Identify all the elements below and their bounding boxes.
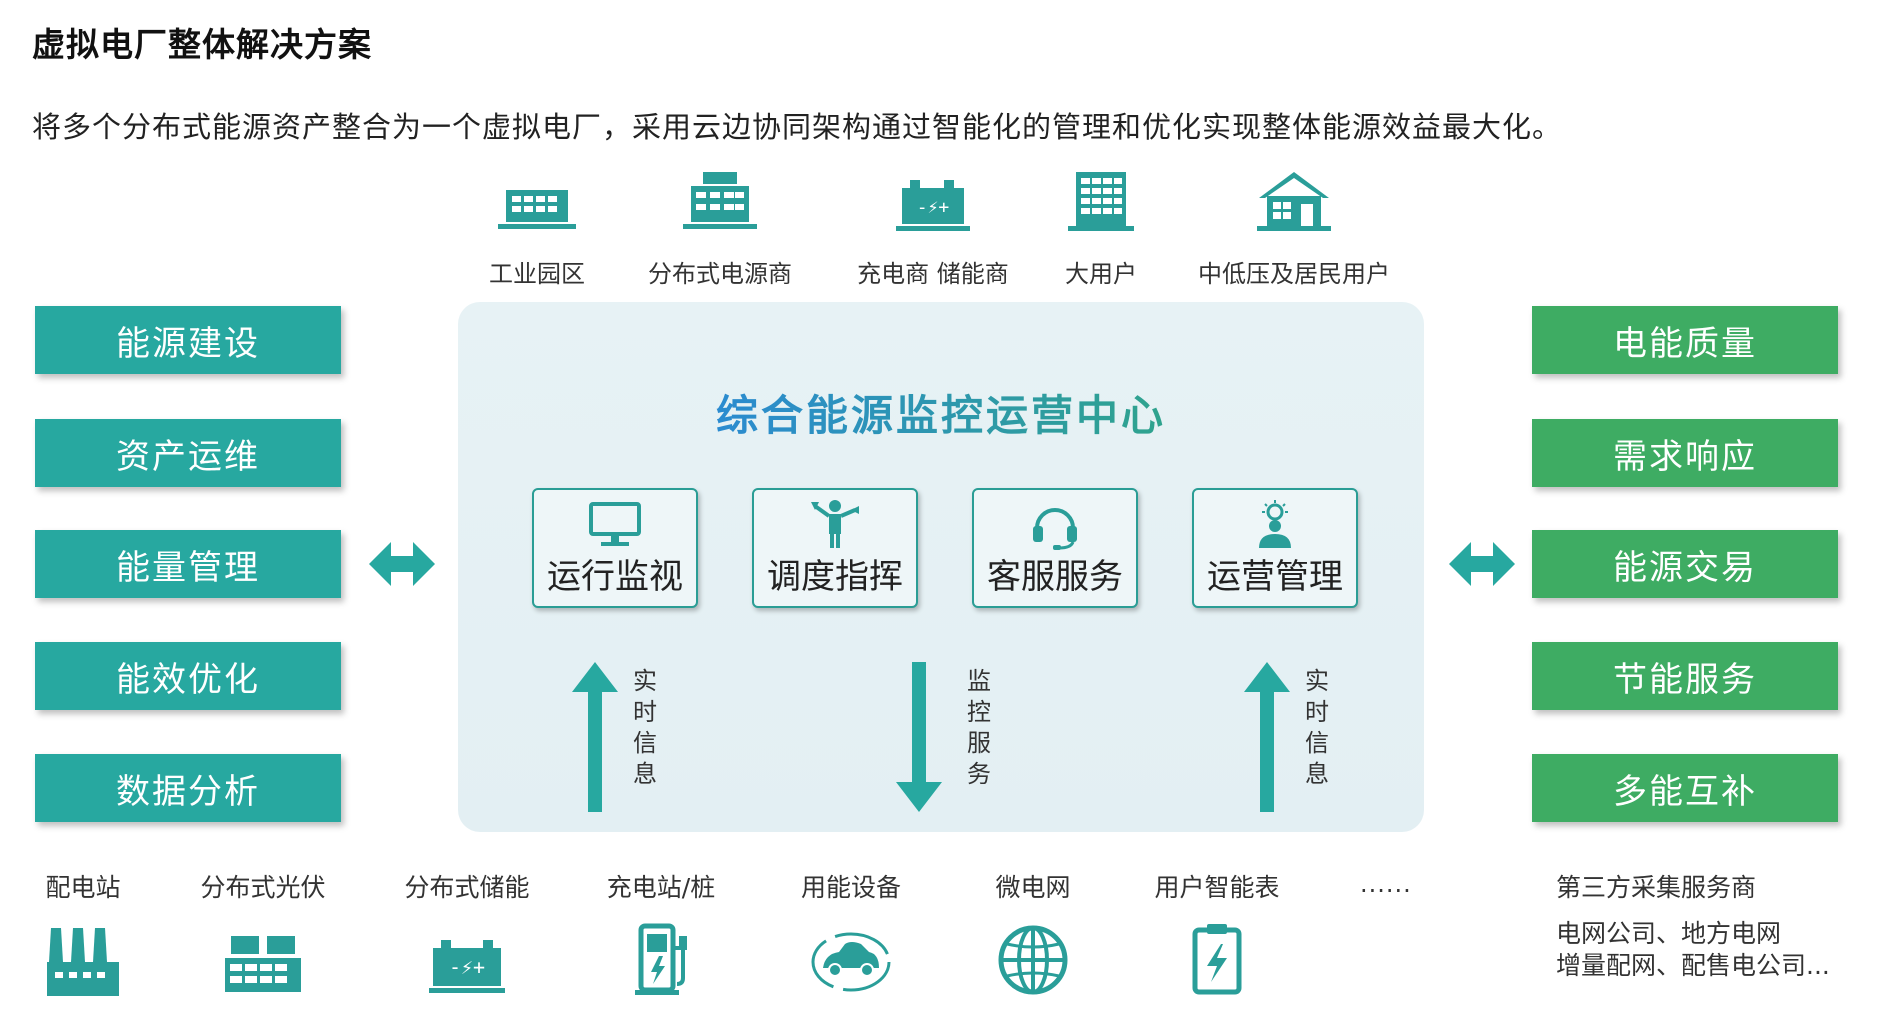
svg-text:-⚡+: -⚡+ bbox=[917, 197, 950, 218]
top-category-label: 大用户 bbox=[1065, 260, 1137, 288]
building-icon bbox=[1068, 172, 1134, 231]
flow-arrow-down-icon bbox=[896, 662, 942, 812]
smart-meter-icon bbox=[1192, 924, 1242, 995]
left-item-energy-construction: 能源建设 bbox=[35, 306, 341, 374]
third-party-line: 增量配网、配售电公司... bbox=[1556, 951, 1830, 980]
bottom-item-label: 分布式光伏 bbox=[200, 873, 326, 902]
service-label: 运行监视 bbox=[547, 557, 683, 597]
center-panel: 综合能源监控运营中心 运行监视 调度指挥 客服服务 bbox=[458, 302, 1424, 832]
flow-text-monitoring-service: 监控服务 bbox=[967, 667, 991, 788]
top-category-label: 分布式电源商 bbox=[648, 260, 792, 288]
dispatcher-icon bbox=[811, 500, 859, 548]
top-category-label: 中低压及居民用户 bbox=[1198, 260, 1390, 288]
bottom-item-label: 配电站 bbox=[45, 873, 121, 902]
solar-panel-icon bbox=[683, 172, 757, 229]
right-item-multi-energy: 多能互补 bbox=[1532, 754, 1838, 822]
right-item-energy-saving: 节能服务 bbox=[1532, 642, 1838, 710]
globe-icon bbox=[998, 925, 1068, 995]
house-icon bbox=[1257, 172, 1331, 231]
page-title: 虚拟电厂整体解决方案 bbox=[32, 25, 372, 64]
left-item-energy-management: 能量管理 bbox=[35, 530, 341, 598]
top-category-charging-storage: -⚡+ 充电商 储能商 bbox=[833, 168, 1033, 289]
bottom-item-distributed-pv: 分布式光伏 bbox=[178, 868, 348, 1006]
top-category-distributed-power: 分布式电源商 bbox=[620, 168, 820, 289]
bottom-item-label: 用能设备 bbox=[800, 873, 901, 902]
right-item-demand-response: 需求响应 bbox=[1532, 419, 1838, 487]
double-arrow-right-icon bbox=[1449, 542, 1515, 586]
flow-arrow-up-icon bbox=[1244, 662, 1290, 812]
battery-icon: -⚡+ bbox=[429, 940, 505, 993]
service-dispatch-command: 调度指挥 bbox=[752, 488, 918, 608]
center-panel-title: 综合能源监控运营中心 bbox=[715, 391, 1166, 440]
monitor-icon bbox=[589, 502, 641, 546]
right-item-power-quality: 电能质量 bbox=[1532, 306, 1838, 374]
top-category-residential: 中低压及居民用户 bbox=[1194, 168, 1394, 289]
bottom-item-charging-station: 充电站/桩 bbox=[576, 868, 746, 1006]
left-item-data-analysis: 数据分析 bbox=[35, 754, 341, 822]
top-category-large-user: 大用户 bbox=[1001, 168, 1201, 289]
service-operation-management: 运营管理 bbox=[1192, 488, 1358, 608]
page-subtitle: 将多个分布式能源资产整合为一个虚拟电厂，采用云边协同架构通过智能化的管理和优化实… bbox=[32, 110, 1563, 144]
bottom-item-microgrid: 微电网 bbox=[948, 868, 1118, 1006]
solar-panel-icon bbox=[225, 936, 301, 992]
bottom-item-energy-device: 用能设备 bbox=[766, 868, 936, 1006]
left-item-asset-maintenance: 资产运维 bbox=[35, 419, 341, 487]
service-customer-service: 客服服务 bbox=[972, 488, 1138, 608]
battery-icon: -⚡+ bbox=[896, 180, 970, 231]
top-category-label: 工业园区 bbox=[489, 260, 585, 288]
third-party-line: 电网公司、地方电网 bbox=[1556, 919, 1782, 948]
service-label: 调度指挥 bbox=[767, 557, 903, 597]
bottom-item-label: 微电网 bbox=[995, 873, 1071, 902]
left-item-efficiency-optimization: 能效优化 bbox=[35, 642, 341, 710]
double-arrow-left-icon bbox=[369, 542, 435, 586]
bottom-item-distributed-storage: 分布式储能 -⚡+ bbox=[382, 868, 552, 1006]
right-item-energy-trading: 能源交易 bbox=[1532, 530, 1838, 598]
bottom-item-label: 分布式储能 bbox=[404, 873, 530, 902]
electric-car-icon bbox=[811, 932, 891, 992]
industrial-park-icon bbox=[498, 190, 576, 229]
bottom-item-label: 充电站/桩 bbox=[606, 873, 716, 902]
bottom-more-ellipsis: ...... bbox=[1360, 870, 1412, 898]
headset-icon bbox=[1033, 508, 1077, 550]
service-label: 客服服务 bbox=[987, 557, 1123, 597]
bottom-item-label: 用户智能表 bbox=[1154, 873, 1280, 902]
top-category-industrial-park: 工业园区 bbox=[437, 168, 637, 289]
third-party-title: 第三方采集服务商 bbox=[1556, 873, 1757, 902]
manager-icon bbox=[1259, 500, 1291, 548]
top-category-label: 充电商 储能商 bbox=[857, 260, 1009, 288]
bottom-item-smart-meter: 用户智能表 bbox=[1132, 868, 1302, 1006]
flow-text-realtime-info: 实时信息 bbox=[1305, 667, 1329, 788]
charging-pile-icon bbox=[635, 923, 687, 995]
flow-arrow-up-icon bbox=[572, 662, 618, 812]
svg-text:-⚡+: -⚡+ bbox=[449, 955, 485, 979]
service-label: 运营管理 bbox=[1207, 557, 1343, 597]
bottom-item-substation: 配电站 bbox=[0, 868, 168, 1006]
factory-icon bbox=[47, 928, 119, 996]
flow-text-realtime-info: 实时信息 bbox=[633, 667, 657, 788]
service-operation-monitoring: 运行监视 bbox=[532, 488, 698, 608]
